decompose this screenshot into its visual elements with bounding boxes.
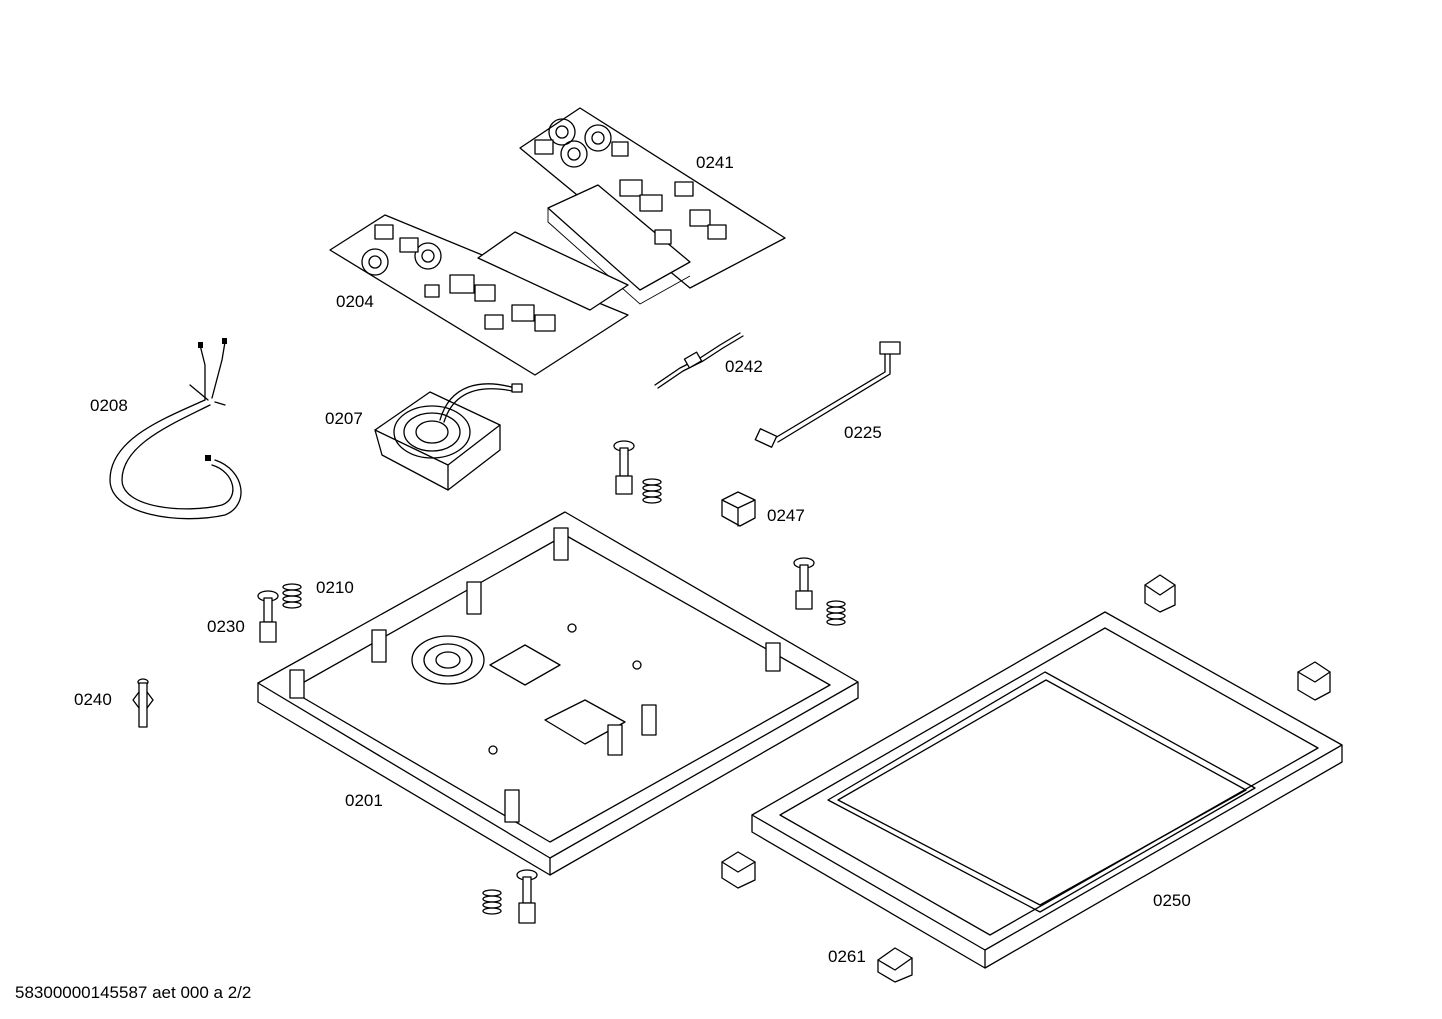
clip-0261	[877, 947, 913, 983]
cable-0225	[754, 341, 901, 448]
clip-left-frame	[721, 851, 756, 889]
foot-spring-set-right	[793, 557, 846, 626]
label-0201: 0201	[345, 791, 383, 810]
label-0242: 0242	[725, 357, 763, 376]
label-0204: 0204	[336, 292, 374, 311]
foot-spring-set-0210-0230	[257, 583, 302, 643]
label-0247: 0247	[767, 506, 805, 525]
foot-spring-set-top	[613, 440, 662, 504]
cable-0242	[654, 332, 744, 389]
document-reference: 58300000145587 aet 000 a 2/2	[15, 983, 251, 1002]
clip-right-frame	[1297, 661, 1331, 701]
fan-0207	[374, 383, 523, 491]
label-0210: 0210	[316, 578, 354, 597]
frame-0250	[751, 611, 1343, 969]
power-cord-0208	[109, 338, 242, 520]
label-0230: 0230	[207, 617, 245, 636]
label-0225: 0225	[844, 423, 882, 442]
label-0207: 0207	[325, 409, 363, 428]
label-0261: 0261	[828, 947, 866, 966]
label-0240: 0240	[74, 690, 112, 709]
label-0250: 0250	[1153, 891, 1191, 910]
spacer-pin-0240	[132, 678, 154, 728]
circuit-board-0241	[519, 107, 786, 305]
label-0208: 0208	[90, 396, 128, 415]
clip-top-frame	[1144, 574, 1176, 613]
clip-0247	[721, 491, 756, 527]
housing-tray-0201	[257, 511, 859, 876]
foot-spring-set-bottom	[482, 869, 538, 924]
circuit-board-0204	[329, 214, 629, 376]
label-0241: 0241	[696, 153, 734, 172]
